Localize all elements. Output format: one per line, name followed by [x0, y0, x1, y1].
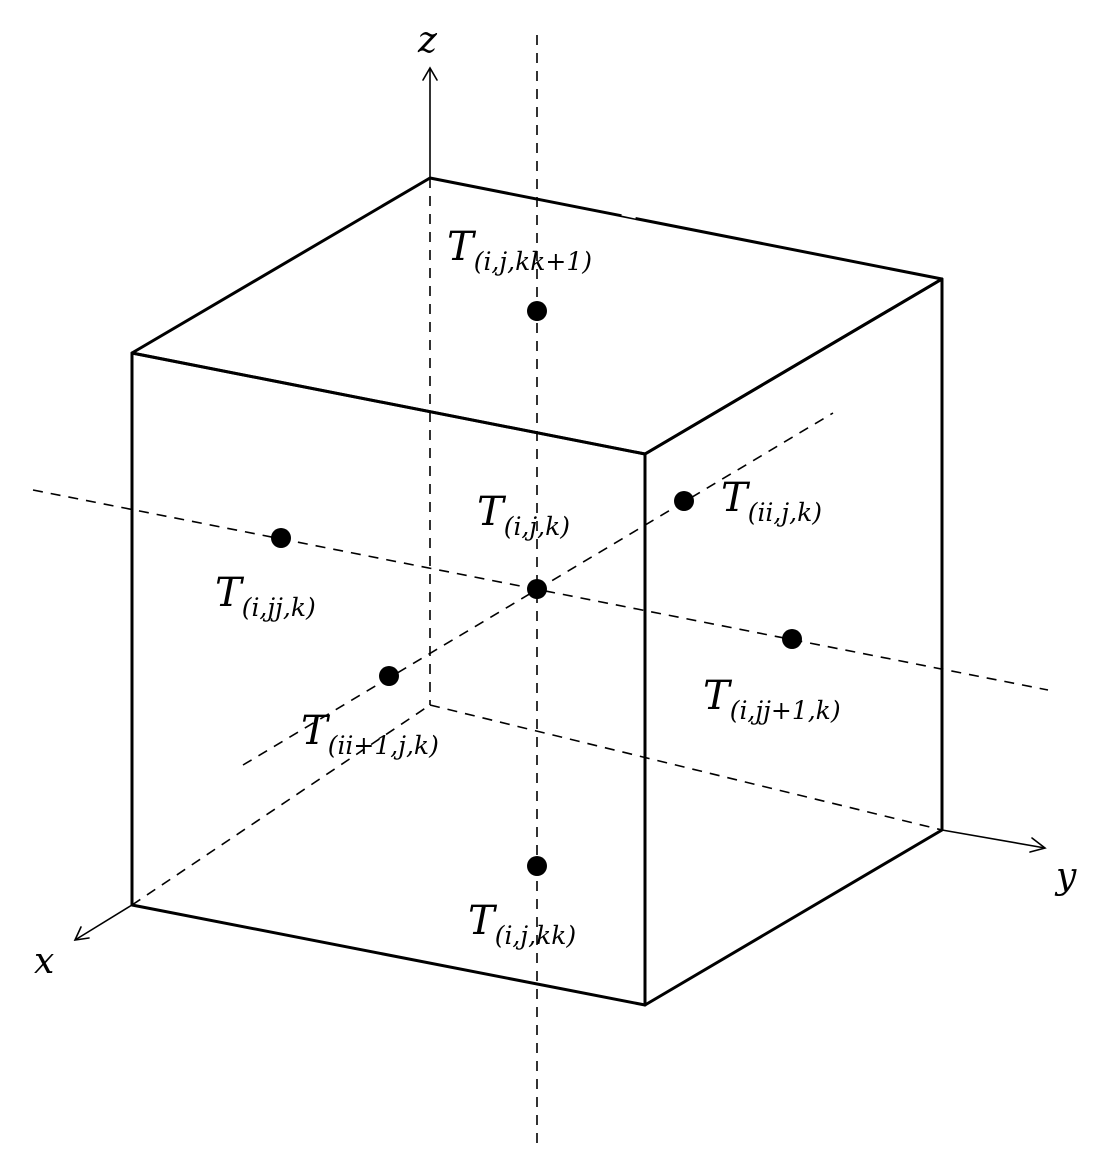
hidden-bottom-back-edge	[429, 704, 943, 831]
y-axis	[941, 829, 1046, 849]
label-bottom: T(i,j,kk)	[468, 898, 576, 950]
node-right	[782, 629, 802, 649]
label-center: T(i,j,k)	[477, 489, 570, 541]
node-left	[271, 528, 291, 548]
nodes	[271, 301, 802, 876]
axis-labels: z y x	[34, 20, 1077, 982]
label-front: T(ii+1,j,k)	[301, 708, 439, 760]
label-back: T(ii,j,k)	[721, 475, 822, 527]
node-center	[527, 579, 547, 599]
node-top	[527, 301, 547, 321]
label-right: T(i,jj+1,k)	[703, 673, 841, 725]
cube-visible-edges	[130, 176, 944, 1007]
coordinate-axes	[73, 66, 1047, 941]
x-axis	[74, 904, 133, 941]
x-axis-label: x	[34, 941, 54, 982]
z-axis-label: z	[417, 20, 438, 61]
node-bottom	[527, 856, 547, 876]
hidden-edges	[131, 178, 943, 906]
label-left: T(i,jj,k)	[215, 570, 316, 622]
top-edge-gap	[621, 210, 637, 219]
label-top: T(i,j,kk+1)	[447, 224, 592, 276]
node-front	[379, 666, 399, 686]
node-back	[674, 491, 694, 511]
y-axis-label: y	[1054, 856, 1077, 897]
hidden-bottom-left-edge	[131, 704, 431, 906]
y-axis-arrowhead	[1029, 837, 1047, 853]
node-labels: T(i,j,kk+1) T(i,j,k) T(ii,j,k) T(i,jj,k)…	[215, 224, 841, 950]
cube-right-face	[643, 277, 944, 1007]
z-axis-arrowhead	[422, 66, 438, 81]
x-axis-arrowhead	[73, 926, 90, 941]
